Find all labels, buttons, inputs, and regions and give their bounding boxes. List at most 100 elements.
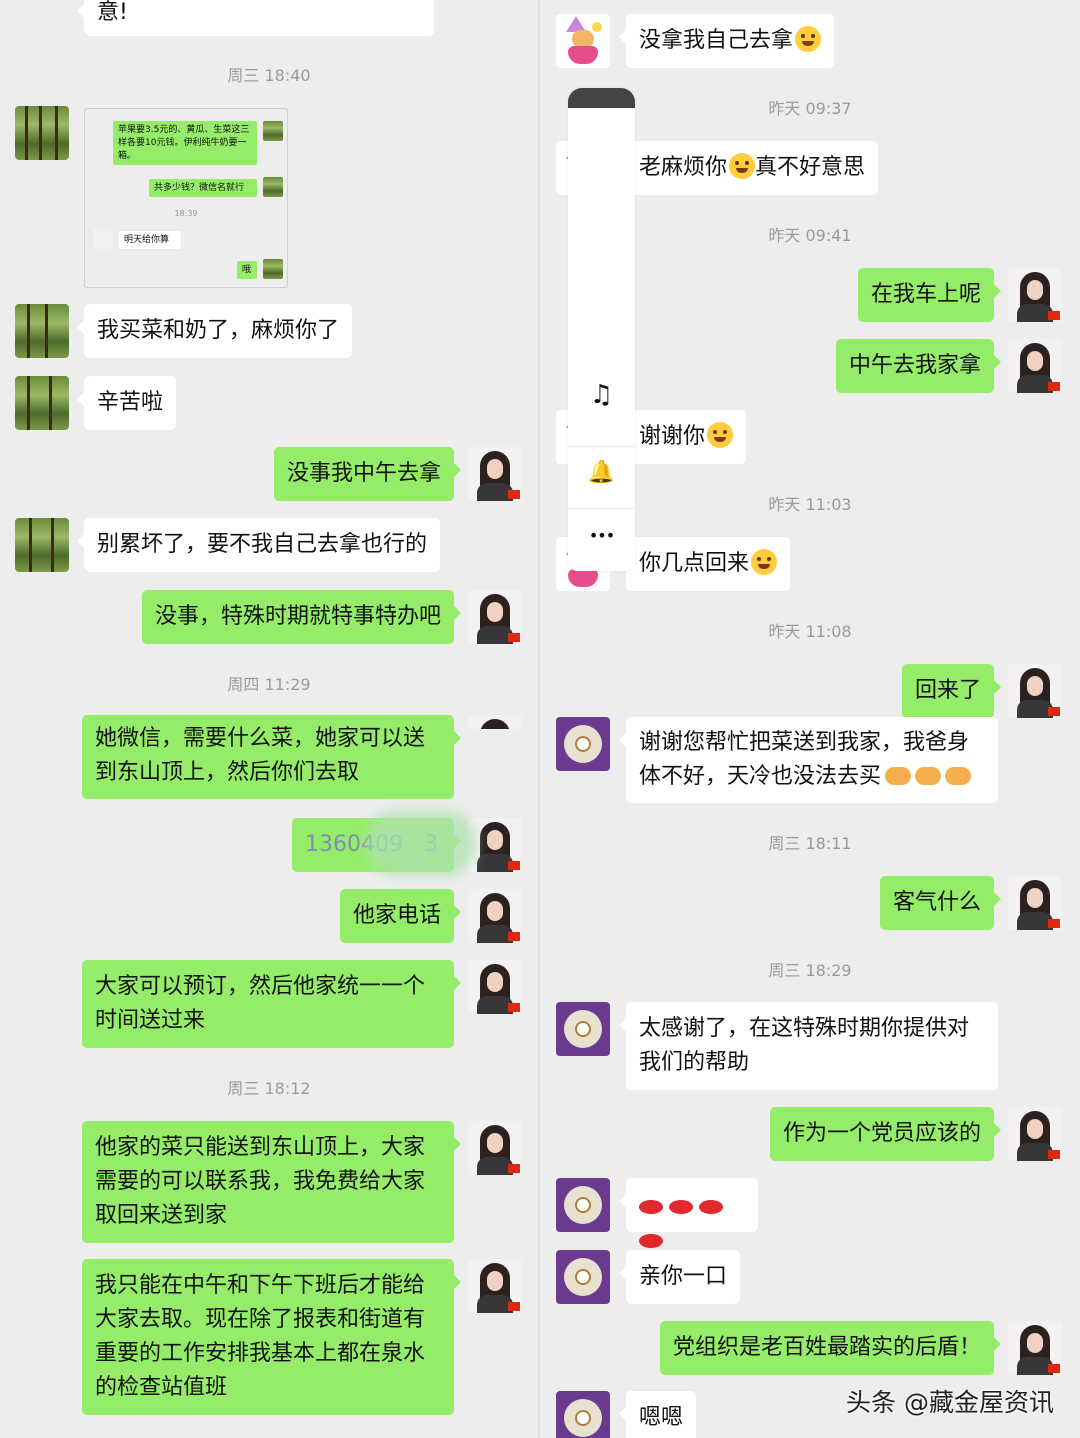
my-avatar[interactable] <box>468 960 522 1014</box>
message-text: 没事，特殊时期就特事特办吧 <box>154 604 441 629</box>
message-bubble[interactable]: 客气什么 <box>879 876 1002 930</box>
my-avatar[interactable] <box>1008 876 1062 930</box>
lips-emoji-icon <box>639 1234 663 1248</box>
my-avatar[interactable] <box>468 447 522 501</box>
panel-divider <box>568 446 635 447</box>
contact-avatar[interactable] <box>15 376 69 430</box>
watermark: 头条 @藏金屋资讯 <box>846 1388 1054 1417</box>
my-avatar[interactable] <box>1008 664 1062 718</box>
timestamp: 周三 18:40 <box>227 66 311 85</box>
message-bubble[interactable]: 大家可以预订，然后他家统一一个时间送过来 <box>82 960 461 1048</box>
chat-screenshot-image[interactable]: 苹果要3.5元的、黄瓜、生菜这三样各要10元钱。伊利纯牛奶要一箱。 共多少钱？微… <box>84 108 288 288</box>
more-icon[interactable]: ••• <box>588 526 615 545</box>
timestamp: 昨天 11:03 <box>768 495 852 514</box>
my-avatar[interactable] <box>468 1259 522 1313</box>
timestamp: 昨天 11:08 <box>768 622 852 641</box>
contact-avatar[interactable] <box>15 304 69 358</box>
my-avatar[interactable] <box>468 590 522 644</box>
contact-avatar[interactable] <box>556 1178 610 1232</box>
contact-avatar[interactable] <box>556 1391 610 1438</box>
message-bubble[interactable]: 嗯嗯 <box>618 1391 697 1438</box>
message-bubble[interactable]: 作为一个党员应该的 <box>769 1107 1002 1161</box>
contact-avatar[interactable] <box>556 1250 610 1304</box>
message-bubble[interactable]: 亲你一口 <box>618 1250 741 1304</box>
message-bubble[interactable]: 辛苦啦 <box>76 376 177 430</box>
message-bubble[interactable]: 没事，特殊时期就特事特办吧 <box>141 590 462 644</box>
message-text: 没拿我自己去拿 <box>639 28 794 53</box>
message-text: 我买菜和奶了，麻烦你了 <box>97 318 340 343</box>
message-text: 真不好意思 <box>755 155 866 180</box>
message-text: 我只能在中午和下午下班后才能给大家去取。现在除了报表和街道有重要的工作安排我基本… <box>95 1273 426 1400</box>
contact-avatar[interactable] <box>556 1002 610 1056</box>
message-bubble[interactable]: 别累坏了，要不我自己去拿也行的 <box>76 518 441 572</box>
image-avatar <box>93 229 113 249</box>
message-text: 她微信，需要什么菜，她家可以送到东山顶上，然后你们去取 <box>95 726 426 785</box>
image-bubble: 共多少钱？微信名就行 <box>149 179 257 197</box>
my-avatar[interactable] <box>1008 1107 1062 1161</box>
message-bubble[interactable]: 太感谢了，在这特殊时期你提供对我们的帮助 <box>619 1002 998 1090</box>
image-avatar <box>263 121 283 141</box>
music-icon[interactable]: ♫ <box>589 380 614 410</box>
message-bubble[interactable]: 你几点回来 <box>618 537 791 591</box>
my-avatar[interactable] <box>468 818 522 872</box>
message-text: 谢谢你 <box>639 424 706 449</box>
handshake-emoji-icon <box>945 767 972 785</box>
my-avatar[interactable] <box>468 715 522 729</box>
my-avatar[interactable] <box>468 1121 522 1175</box>
message-text: 他家电话 <box>352 903 441 928</box>
message-text: 你几点回来 <box>639 551 750 576</box>
message-text: 在我车上呢 <box>870 282 981 307</box>
lips-emoji-icon <box>669 1200 693 1214</box>
message-bubble[interactable]: 我买菜和奶了，麻烦你了 <box>76 304 353 358</box>
emoji-icon <box>795 26 822 52</box>
right-chat-screenshot: 没拿我自己去拿 昨天 09:37 老麻烦你真不好意思 昨天 09:41 在我车上… <box>540 0 1080 1438</box>
timestamp: 昨天 09:41 <box>768 226 852 245</box>
message-text: 作为一个党员应该的 <box>782 1121 981 1146</box>
message-text: 回来了 <box>914 678 981 703</box>
my-avatar[interactable] <box>1008 268 1062 322</box>
message-bubble[interactable]: 回来了 <box>901 664 1002 718</box>
message-text: 党组织是老百姓最踏实的后盾！ <box>672 1335 981 1360</box>
message-bubble[interactable]: 党组织是老百姓最踏实的后盾！ <box>659 1321 1002 1375</box>
message-bubble[interactable]: 没事我中午去拿 <box>273 447 462 501</box>
emoji-icon <box>751 549 778 575</box>
message-bubble[interactable]: 谢谢您帮忙把菜送到我家，我爸身体不好，天冷也没法去买 <box>619 717 998 803</box>
message-text: 太感谢了，在这特殊时期你提供对我们的帮助 <box>639 1016 970 1075</box>
timestamp: 周三 18:11 <box>768 834 852 853</box>
message-text: 亲你一口 <box>639 1264 728 1289</box>
message-text: 别累坏了，要不我自己去拿也行的 <box>97 532 428 557</box>
message-bubble[interactable]: 没拿我自己去拿 <box>618 14 835 68</box>
message-text: 老麻烦你 <box>639 155 728 180</box>
contact-avatar[interactable] <box>15 518 69 572</box>
my-avatar[interactable] <box>1008 339 1062 393</box>
message-bubble[interactable]: 老麻烦你 真不好意思 <box>618 141 879 195</box>
panel-divider <box>568 508 635 509</box>
left-chat-screenshot: 意! 周三 18:40 苹果要3.5元的、黄瓜、生菜这三样各要10元钱。伊利纯牛… <box>0 0 538 1438</box>
image-bubble: 哦 <box>237 261 257 279</box>
handshake-emoji-icon <box>885 767 912 785</box>
message-text: 大家可以预订，然后他家统一一个时间送过来 <box>95 974 426 1033</box>
message-bubble[interactable]: 她微信，需要什么菜，她家可以送到东山顶上，然后你们去取 <box>82 715 461 799</box>
contact-avatar[interactable] <box>556 14 610 68</box>
message-bubble[interactable]: 谢谢你 <box>618 410 747 464</box>
panel-handle[interactable] <box>568 88 635 108</box>
message-bubble[interactable]: 他家的菜只能送到东山顶上，大家需要的可以联系我，我免费给大家取回来送到家 <box>82 1121 461 1243</box>
my-avatar[interactable] <box>1008 1321 1062 1375</box>
column-divider <box>538 0 540 1438</box>
message-bubble[interactable] <box>619 1178 758 1248</box>
bell-icon[interactable]: 🔔 <box>587 460 616 485</box>
handshake-emoji-icon <box>915 767 942 785</box>
message-bubble[interactable]: 他家电话 <box>339 889 462 943</box>
message-bubble[interactable]: 我只能在中午和下午下班后才能给大家去取。现在除了报表和街道有重要的工作安排我基本… <box>82 1259 461 1415</box>
contact-avatar[interactable] <box>15 106 69 160</box>
my-avatar[interactable] <box>468 889 522 943</box>
contact-avatar[interactable] <box>556 717 610 771</box>
message-bubble[interactable]: 意! <box>77 0 434 36</box>
message-bubble[interactable]: 中午去我家拿 <box>835 339 1002 393</box>
image-bubble: 明天给你算 <box>119 231 181 249</box>
message-bubble[interactable]: 在我车上呢 <box>857 268 1002 322</box>
message-text: 谢谢您帮忙把菜送到我家，我爸身体不好，天冷也没法去买 <box>639 730 970 789</box>
redaction-smudge <box>366 810 476 876</box>
emoji-icon <box>707 422 734 448</box>
timestamp: 周四 11:29 <box>227 675 311 694</box>
